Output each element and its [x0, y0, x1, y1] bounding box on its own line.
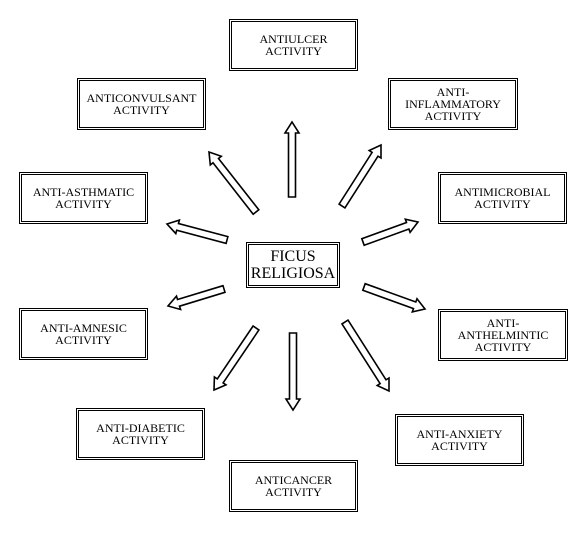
node-anticancer: ANTICANCER ACTIVITY: [229, 460, 358, 512]
arrow-to-anti-asthmatic: [165, 218, 229, 245]
node-label: ANTICANCER ACTIVITY: [254, 473, 333, 499]
arrow-to-anticonvulsant: [208, 150, 260, 216]
center-node-label: FICUS RELIGIOSA: [250, 248, 336, 282]
node-anti-amnesic: ANTI-AMNESIC ACTIVITY: [19, 308, 148, 360]
center-node-ficus-religiosa: FICUS RELIGIOSA: [246, 242, 340, 288]
node-anti-anthelmintic: ANTI-ANTHELMINTIC ACTIVITY: [438, 309, 568, 361]
arrow-to-anti-inflammatory: [338, 143, 382, 210]
node-label: ANTI- INFLAMMATORY ACTIVITY: [405, 85, 501, 123]
node-anti-anxiety: ANTI-ANXIETY ACTIVITY: [395, 414, 524, 466]
node-anticonvulsant: ANTICONVULSANT ACTIVITY: [77, 78, 206, 130]
arrow-to-anti-diabetic: [213, 324, 261, 392]
node-label: ANTI-AMNESIC ACTIVITY: [40, 321, 127, 347]
node-label: ANTI-ASTHMATIC ACTIVITY: [32, 185, 135, 211]
node-antimicrobial: ANTIMICROBIAL ACTIVITY: [438, 172, 567, 224]
node-anti-inflammatory: ANTI- INFLAMMATORY ACTIVITY: [388, 78, 518, 130]
arrow-to-anticancer: [284, 332, 302, 412]
arrow-to-anti-anthelmintic: [361, 282, 427, 314]
arrow-to-anti-amnesic: [166, 284, 226, 311]
node-label: ANTICONVULSANT ACTIVITY: [86, 91, 197, 117]
node-anti-asthmatic: ANTI-ASTHMATIC ACTIVITY: [19, 172, 148, 224]
arrow-to-antimicrobial: [360, 218, 420, 247]
node-label: ANTI-DIABETIC ACTIVITY: [96, 421, 185, 447]
arrow-to-anti-anxiety: [340, 318, 390, 393]
node-label: ANTIULCER ACTIVITY: [259, 32, 328, 58]
node-anti-diabetic: ANTI-DIABETIC ACTIVITY: [76, 408, 205, 460]
node-label: ANTI-ANXIETY ACTIVITY: [416, 427, 503, 453]
arrow-to-antiulcer: [283, 120, 301, 198]
node-antiulcer: ANTIULCER ACTIVITY: [229, 19, 358, 71]
node-label: ANTI-ANTHELMINTIC ACTIVITY: [457, 316, 549, 354]
node-label: ANTIMICROBIAL ACTIVITY: [454, 185, 551, 211]
